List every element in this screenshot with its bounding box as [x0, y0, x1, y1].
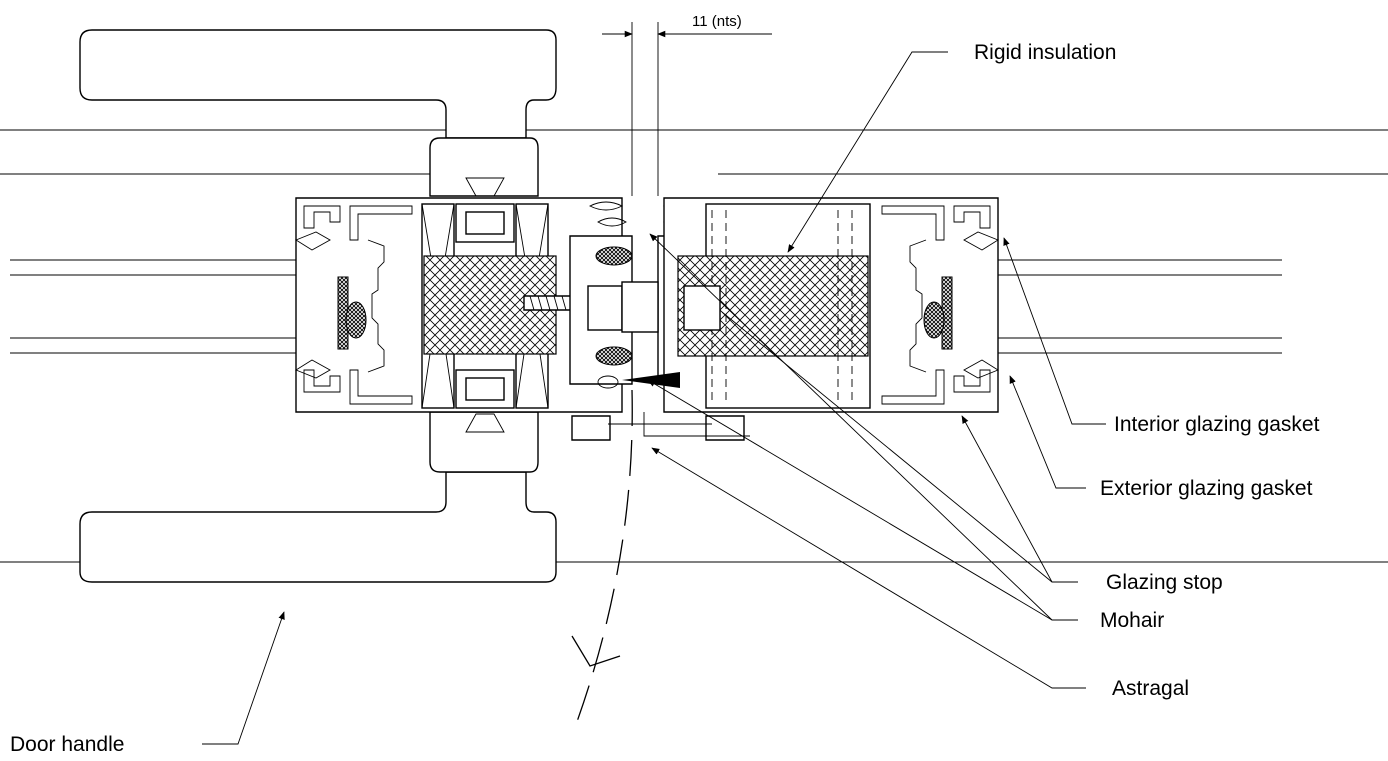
label-interior-glazing-gasket: Interior glazing gasket — [1114, 413, 1320, 436]
leader-lines — [202, 51, 1106, 745]
gaskets — [337, 276, 953, 350]
mohair-pointer — [622, 372, 680, 388]
label-rigid-insulation: Rigid insulation — [974, 41, 1116, 64]
astragal — [571, 412, 750, 441]
label-door-handle: Door handle — [10, 733, 124, 756]
label-glazing-stop: Glazing stop — [1106, 571, 1223, 594]
swing-path — [571, 389, 633, 731]
right-frame-profile — [663, 197, 999, 413]
label-mohair: Mohair — [1100, 609, 1164, 632]
dimension — [602, 22, 772, 196]
door-handle — [79, 29, 557, 583]
label-astragal: Astragal — [1112, 677, 1189, 700]
left-frame-profile — [295, 197, 623, 413]
label-exterior-glazing-gasket: Exterior glazing gasket — [1100, 477, 1313, 500]
dimension-label: 11 (nts) — [692, 13, 742, 30]
